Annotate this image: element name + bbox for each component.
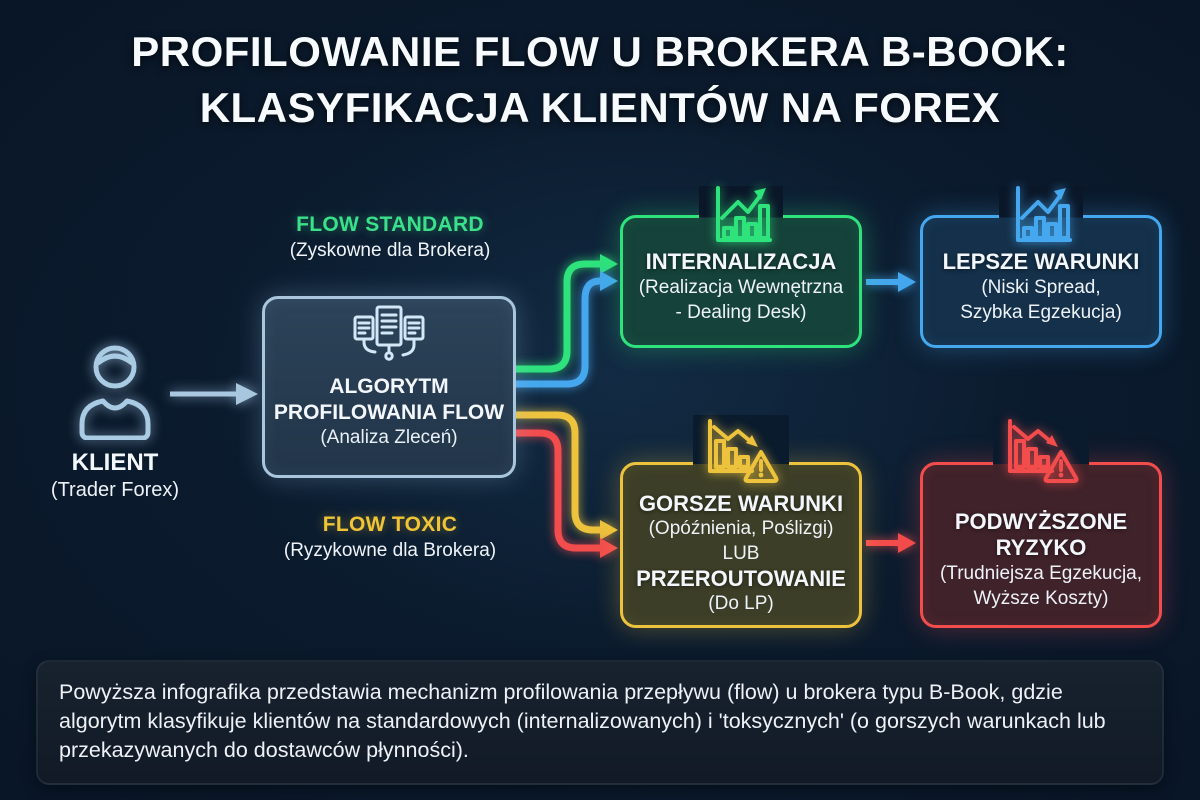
blue-flow-arrow [510, 271, 618, 388]
worse-conditions-title: GORSZE WARUNKI [638, 491, 844, 516]
algorithm-box: ALGORYTM PROFILOWANIA FLOW (Analiza Zlec… [262, 296, 516, 478]
increased-risk-title: PODWYŻSZONE RYZYKO [954, 509, 1128, 560]
client-label: KLIENT [71, 449, 159, 476]
description-panel: Powyższa infografika przedstawia mechani… [36, 660, 1164, 785]
chart-down-red-icon-wrap [993, 415, 1089, 489]
client-sublabel: (Trader Forex) [50, 479, 180, 501]
flow-toxic-label-group: FLOW TOXIC (Ryzykowne dla Brokera) [220, 512, 560, 563]
worse-conditions-box: GORSZE WARUNKI (Opóźnienia, Poślizgi) LU… [620, 415, 862, 628]
flow-toxic-label: FLOW TOXIC [322, 513, 458, 536]
algorithm-subtitle: (Analiza Zleceń) [320, 427, 458, 448]
chart-up-blue-icon-wrap [999, 186, 1083, 248]
internalization-title: INTERNALIZACJA [645, 249, 837, 274]
better-conditions-box: LEPSZE WARUNKI (Niski Spread, Szybka Egz… [920, 186, 1162, 348]
algorithm-documents-icon [353, 305, 425, 361]
rerouting-sub: (Do LP) [708, 593, 774, 614]
rerouting-title: PRZEROUTOWANIE [636, 566, 846, 591]
flow-standard-label: FLOW STANDARD [296, 213, 484, 236]
page-title-line1: PROFILOWANIE FLOW U BROKERA B-BOOK: [131, 28, 1069, 75]
better-conditions-title: LEPSZE WARUNKI [942, 249, 1140, 274]
increased-risk-box: PODWYŻSZONE RYZYKO (Trudniejsza Egzekucj… [920, 415, 1162, 628]
page-title-line2: KLASYFIKACJA KLIENTÓW NA FOREX [199, 84, 1001, 131]
internalization-sub1: (Realizacja Wewnętrzna [638, 277, 844, 298]
person-icon [79, 345, 151, 441]
internalization-sub2: - Dealing Desk) [675, 302, 807, 323]
page-title: PROFILOWANIE FLOW U BROKERA B-BOOK: KLAS… [0, 24, 1200, 136]
chart-up-icon [1016, 186, 1072, 242]
chart-up-icon [716, 186, 772, 242]
increased-risk-sub1: (Trudniejsza Egzekucja, [939, 563, 1143, 584]
chart-down-warning-icon [708, 419, 779, 483]
flow-standard-sublabel: (Zyskowne dla Brokera) [289, 240, 491, 261]
chart-down-warning-icon [1008, 419, 1079, 483]
green-flow-arrow [510, 254, 618, 373]
better-conditions-sub2: Szybka Egzekucja) [960, 302, 1122, 323]
client-node: KLIENT (Trader Forex) [40, 340, 190, 503]
flow-toxic-sublabel: (Ryzykowne dla Brokera) [283, 540, 497, 561]
better-conditions-sub1: (Niski Spread, [981, 277, 1101, 298]
chart-up-green-icon-wrap [699, 186, 783, 248]
internalization-box: INTERNALIZACJA (Realizacja Wewnętrzna - … [620, 186, 862, 348]
worse-conditions-sub1: (Opóźnienia, Poślizgi) [648, 518, 834, 539]
increased-risk-sub2: Wyższe Koszty) [973, 588, 1109, 609]
worse-conditions-or: LUB [722, 543, 760, 564]
worse-to-risk-arrow [866, 533, 916, 553]
flow-standard-label-group: FLOW STANDARD (Zyskowne dla Brokera) [220, 212, 560, 263]
description-text: Powyższa infografika przedstawia mechani… [59, 680, 1106, 762]
algorithm-title: ALGORYTM PROFILOWANIA FLOW [273, 375, 505, 424]
internalization-to-better-arrow [866, 272, 916, 292]
chart-down-yellow-icon-wrap [693, 415, 789, 489]
